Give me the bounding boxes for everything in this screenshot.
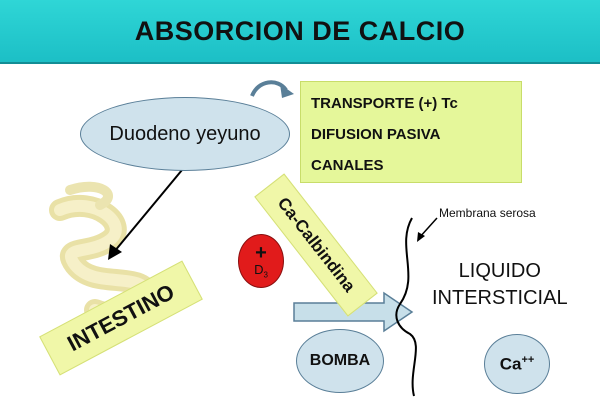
bomba-label: BOMBA [309, 352, 371, 369]
bomba-ellipse: BOMBA [296, 329, 384, 393]
vitamin-d-letter: D [254, 261, 264, 277]
title-bar: ABSORCION DE CALCIO [0, 0, 600, 64]
membrana-pointer [417, 217, 438, 242]
page-title: ABSORCION DE CALCIO [134, 15, 466, 46]
vitamin-d-circle: + D3 [238, 234, 284, 288]
info-line-canales: CANALES [311, 157, 384, 174]
membrana-label: Membrana serosa [439, 206, 536, 220]
duodeno-ellipse: Duodeno yeyuno [80, 97, 290, 171]
duodeno-label: Duodeno yeyuno [109, 122, 261, 145]
transport-info-box: TRANSPORTE (+) Tc DIFUSION PASIVA CANALE… [300, 81, 522, 183]
calcium-base: Ca [499, 354, 522, 374]
curved-arrow-icon [250, 80, 294, 98]
duodeno-arrow [108, 169, 183, 260]
calcium-sup: ++ [521, 353, 535, 366]
membrane-curve-icon [395, 217, 417, 397]
liquido-line-2: INTERSTICIAL [432, 287, 568, 309]
calcium-label: Ca++ [500, 354, 535, 375]
liquido-intersticial-label: LIQUIDO INTERSTICIAL [432, 258, 568, 312]
vitamin-d-plus: + [255, 241, 267, 264]
liquido-line-1: LIQUIDO [458, 260, 541, 282]
calcium-ellipse: Ca++ [484, 334, 550, 394]
info-line-transporte: TRANSPORTE (+) Tc [311, 95, 458, 112]
info-line-difusion: DIFUSION PASIVA [311, 126, 441, 143]
vitamin-d-sub: 3 [263, 270, 268, 280]
vitamin-d-label: D3 [254, 263, 268, 280]
